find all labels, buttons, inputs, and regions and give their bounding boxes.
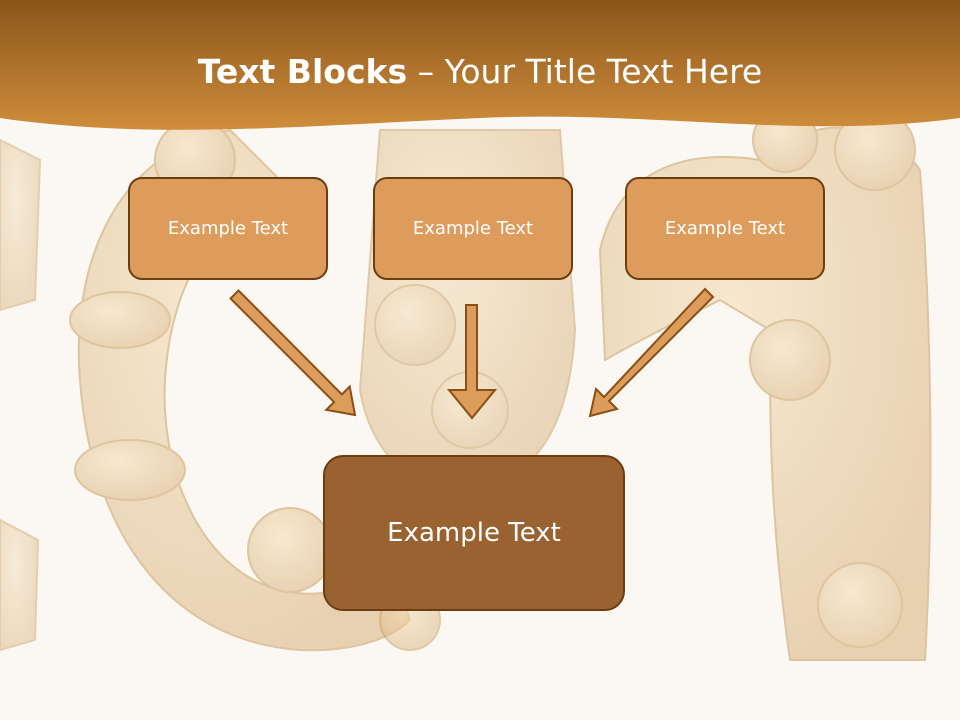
slide-title: Text Blocks – Your Title Text Here [0,52,960,91]
text-block-2[interactable]: Example Text [373,177,573,280]
title-bold: Text Blocks [197,52,408,91]
title-rest: Your Title Text Here [444,52,763,91]
coin-pile-edge-left [0,138,42,652]
text-block-1-label: Example Text [167,218,289,239]
text-block-3-label: Example Text [664,218,786,239]
title-dash: – [417,52,435,91]
header-band [0,0,960,130]
target-block-label: Example Text [387,518,561,548]
text-block-3[interactable]: Example Text [625,177,825,280]
text-block-2-label: Example Text [412,218,534,239]
text-block-1[interactable]: Example Text [128,177,328,280]
target-block[interactable]: Example Text [323,455,625,611]
